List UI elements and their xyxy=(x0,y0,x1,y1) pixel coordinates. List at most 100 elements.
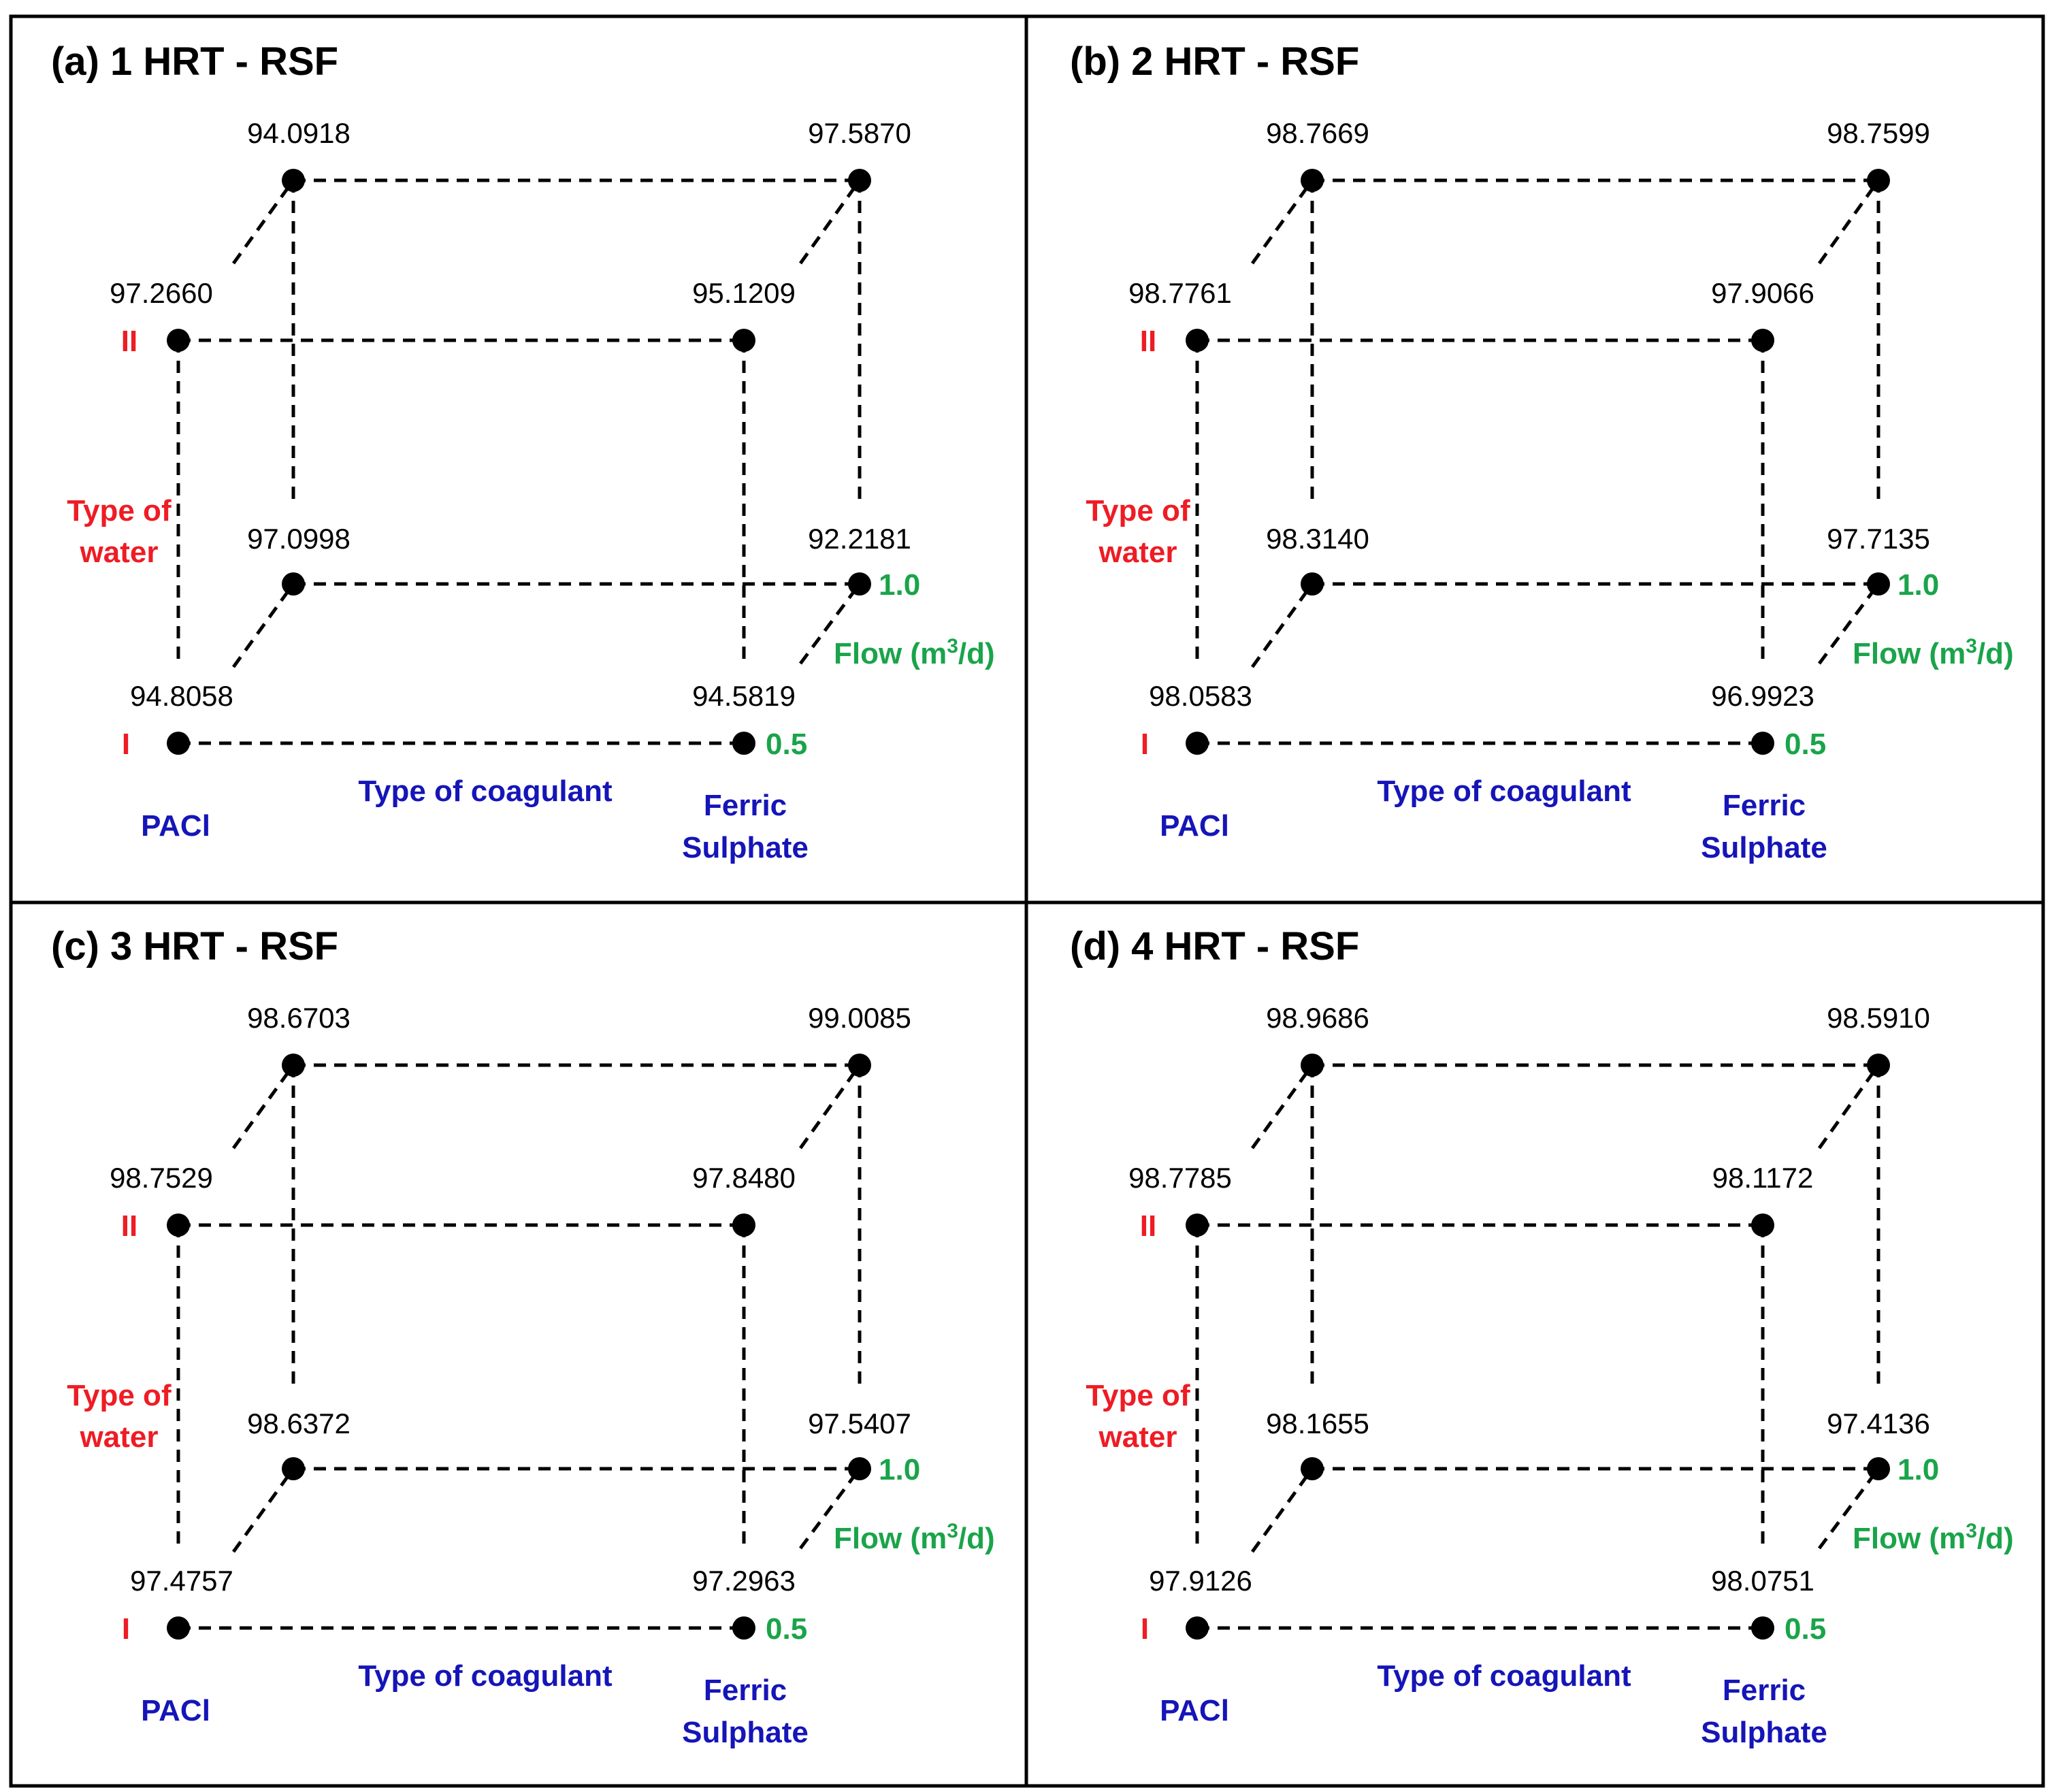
design-point xyxy=(1867,1457,1890,1480)
water-axis-title: water xyxy=(1098,1420,1177,1454)
design-point xyxy=(167,329,190,352)
coagulant-level-1: PACl xyxy=(141,809,210,843)
coagulant-level-2: Sulphate xyxy=(682,831,809,864)
response-value: 92.2181 xyxy=(808,523,911,555)
water-axis-title: water xyxy=(80,536,159,569)
response-value: 97.4136 xyxy=(1827,1407,1930,1439)
response-value: 98.7529 xyxy=(110,1162,213,1194)
flow-axis-title: Flow (m3/d) xyxy=(834,1520,995,1555)
cube-depth-edge xyxy=(1817,583,1880,665)
cube-depth-edge xyxy=(798,179,862,265)
cube-depth-edge xyxy=(1817,1467,1880,1550)
panel-title: (c) 3 HRT - RSF xyxy=(51,924,338,968)
design-point xyxy=(167,1213,190,1237)
coagulant-axis-title: Type of coagulant xyxy=(358,1659,613,1693)
coagulant-level-1: PACl xyxy=(1160,809,1229,843)
water-level-low: I xyxy=(122,728,130,761)
design-point xyxy=(1867,572,1890,596)
response-value: 98.6703 xyxy=(247,1002,351,1034)
design-point xyxy=(1867,169,1890,192)
flow-level-low: 0.5 xyxy=(1785,1612,1826,1646)
flow-axis-title: Flow (m3/d) xyxy=(1853,635,2014,670)
water-level-high: II xyxy=(1140,1209,1156,1243)
flow-level-high: 1.0 xyxy=(1898,1453,1939,1486)
design-point xyxy=(1186,1616,1209,1640)
flow-level-high: 1.0 xyxy=(1898,568,1939,602)
response-value: 99.0085 xyxy=(808,1002,911,1034)
water-axis-title: Type of xyxy=(67,494,172,527)
design-point xyxy=(1751,329,1774,352)
response-value: 97.9126 xyxy=(1149,1565,1252,1597)
coagulant-axis-title: Type of coagulant xyxy=(1377,775,1631,808)
design-point xyxy=(848,1054,871,1077)
design-point xyxy=(167,1616,190,1640)
design-point xyxy=(732,732,755,755)
water-level-high: II xyxy=(121,325,137,358)
flow-axis-title: Flow (m3/d) xyxy=(834,635,995,670)
response-value: 95.1209 xyxy=(692,277,796,309)
response-value: 94.0918 xyxy=(247,117,351,149)
response-value: 97.0998 xyxy=(247,523,351,555)
response-value: 98.3140 xyxy=(1266,523,1369,555)
cube-depth-edge xyxy=(1817,179,1880,265)
design-point xyxy=(732,329,755,352)
water-axis-title: water xyxy=(80,1420,159,1454)
design-point xyxy=(282,1054,305,1077)
design-point xyxy=(1301,1457,1324,1480)
coagulant-level-2: Ferric xyxy=(1723,1674,1806,1707)
flow-level-low: 0.5 xyxy=(766,728,807,761)
design-point xyxy=(848,1457,871,1480)
cube-depth-edge xyxy=(1250,179,1314,265)
response-value: 98.0751 xyxy=(1711,1565,1814,1597)
panel-title: (a) 1 HRT - RSF xyxy=(51,39,338,84)
response-value: 97.5407 xyxy=(808,1407,911,1439)
coagulant-level-2: Sulphate xyxy=(1701,1716,1827,1749)
response-value: 97.7135 xyxy=(1827,523,1930,555)
panel-title: (b) 2 HRT - RSF xyxy=(1070,39,1359,84)
cube-depth-edge xyxy=(231,179,295,265)
coagulant-level-2: Ferric xyxy=(1723,789,1806,822)
cube-depth-edge xyxy=(798,1064,862,1150)
cube-depth-edge xyxy=(798,583,862,665)
water-axis-title: Type of xyxy=(1086,494,1190,527)
cube-depth-edge xyxy=(231,583,295,668)
design-point xyxy=(282,572,305,596)
coagulant-axis-title: Type of coagulant xyxy=(358,775,613,808)
water-level-low: I xyxy=(122,1612,130,1646)
response-value: 98.7599 xyxy=(1827,117,1930,149)
design-point xyxy=(1751,732,1774,755)
response-value: 94.5819 xyxy=(692,680,796,712)
design-point xyxy=(848,572,871,596)
cube-depth-edge xyxy=(1250,583,1314,668)
coagulant-axis-title: Type of coagulant xyxy=(1377,1659,1631,1693)
water-level-high: II xyxy=(121,1209,137,1243)
response-value: 97.4757 xyxy=(130,1565,233,1597)
flow-axis-title: Flow (m3/d) xyxy=(1853,1520,2014,1555)
coagulant-level-2: Sulphate xyxy=(682,1716,809,1749)
response-value: 97.9066 xyxy=(1711,277,1814,309)
response-value: 98.6372 xyxy=(247,1407,351,1439)
response-value: 98.9686 xyxy=(1266,1002,1369,1034)
response-value: 96.9923 xyxy=(1711,680,1814,712)
response-value: 98.1655 xyxy=(1266,1407,1369,1439)
design-point xyxy=(1186,1213,1209,1237)
design-point xyxy=(1301,1054,1324,1077)
flow-level-high: 1.0 xyxy=(879,568,920,602)
flow-level-low: 0.5 xyxy=(766,1612,807,1646)
flow-level-low: 0.5 xyxy=(1785,728,1826,761)
cube-depth-edge xyxy=(231,1064,295,1150)
design-point xyxy=(1301,572,1324,596)
design-point xyxy=(732,1213,755,1237)
design-point xyxy=(1186,732,1209,755)
water-level-high: II xyxy=(1140,325,1156,358)
panel-frames xyxy=(9,14,2045,1788)
response-value: 94.8058 xyxy=(130,680,233,712)
water-level-low: I xyxy=(1141,1612,1149,1646)
response-value: 97.8480 xyxy=(692,1162,796,1194)
